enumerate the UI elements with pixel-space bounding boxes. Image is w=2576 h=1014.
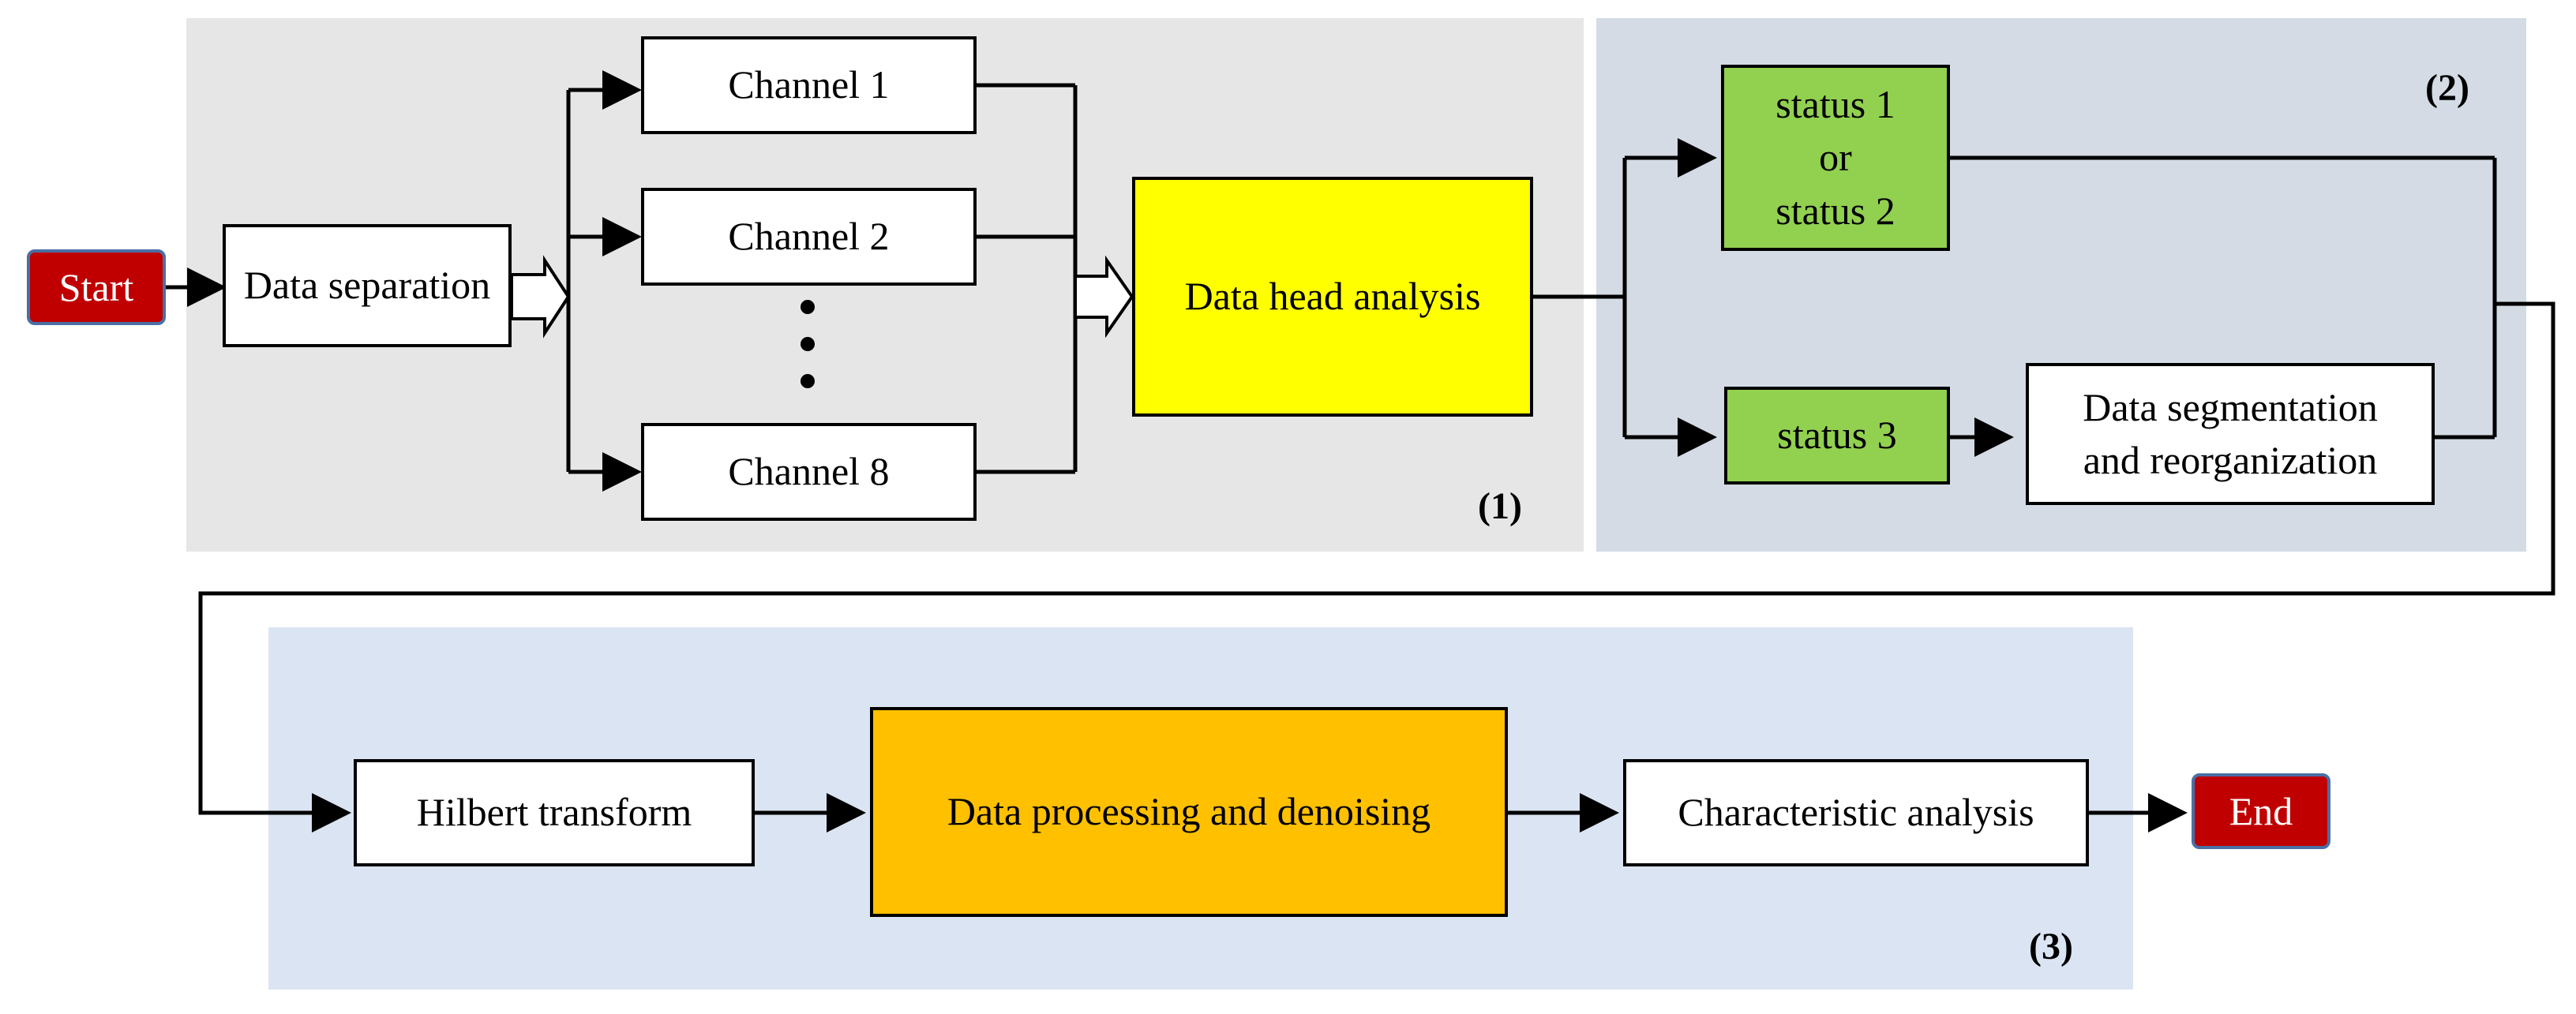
data-processing-box: Data processing and denoising <box>870 707 1508 917</box>
characteristic-analysis-box: Characteristic analysis <box>1623 759 2089 866</box>
data-segmentation-box: Data segmentation and reorganization <box>2026 363 2435 505</box>
channel-1-box: Channel 1 <box>641 36 977 134</box>
status-1-or-2-box: status 1 or status 2 <box>1721 65 1950 251</box>
section-1-label: (1) <box>1478 485 1522 527</box>
status-2-text: status 2 <box>1775 188 1895 233</box>
segmentation-line-2: and reorganization <box>2083 438 2378 482</box>
hilbert-transform-box: Hilbert transform <box>354 759 755 866</box>
data-head-analysis-box: Data head analysis <box>1132 177 1533 417</box>
or-text: or <box>1819 135 1852 180</box>
block-arrow-channels-to-head-analysis <box>1074 255 1134 339</box>
channel-8-box: Channel 8 <box>641 423 977 521</box>
end-terminal[interactable]: End <box>2192 773 2330 849</box>
section-3-label: (3) <box>2029 926 2073 967</box>
status-3-box: status 3 <box>1724 387 1950 485</box>
status-1-text: status 1 <box>1775 81 1895 126</box>
ellipsis-dot <box>801 300 815 314</box>
start-terminal[interactable]: Start <box>27 249 166 325</box>
data-separation-box: Data separation <box>223 224 512 347</box>
ellipsis-dot <box>801 374 815 388</box>
ellipsis-dot <box>801 337 815 351</box>
segmentation-line-1: Data segmentation <box>2083 384 2378 429</box>
arrow-loop-to-hilbert <box>198 301 2555 833</box>
channel-2-box: Channel 2 <box>641 188 977 286</box>
section-2-label: (2) <box>2425 67 2469 109</box>
block-arrow-separation-to-channels <box>510 255 571 339</box>
